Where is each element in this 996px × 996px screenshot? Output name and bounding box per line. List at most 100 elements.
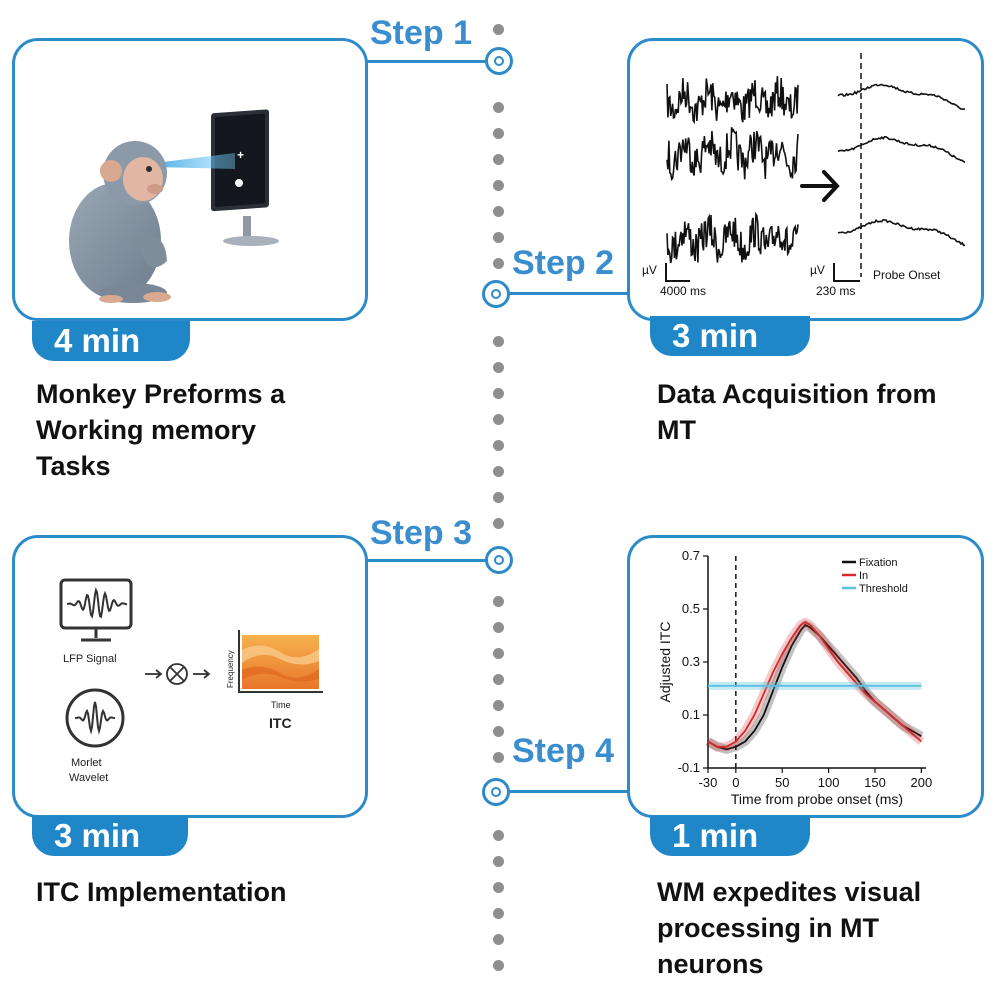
scale-right-time: 230 ms: [816, 284, 855, 298]
step-1-label: Step 1: [370, 14, 473, 52]
timeline-dot: [493, 362, 504, 373]
step-1-caption: Monkey Preforms a Working memory Tasks: [36, 376, 285, 484]
step-4-caption-line: processing in MT: [657, 913, 880, 943]
x-tick-label: 50: [775, 775, 789, 790]
monitor-icon: +: [211, 109, 279, 246]
step-1-connector: [365, 60, 487, 63]
step-1-caption-line: Monkey Preforms a: [36, 379, 286, 409]
itc-heatmap-icon: [238, 630, 323, 693]
itc-pipeline-diagram: LFP Signal Morlet Wavelet: [59, 578, 323, 784]
timeline-dot: [493, 908, 504, 919]
raw-trace-2: [666, 127, 799, 182]
step-3-card: LFP Signal Morlet Wavelet: [12, 535, 368, 818]
timeline-dot: [493, 700, 504, 711]
convolution-flow: [145, 663, 211, 685]
x-tick-label: 100: [818, 775, 840, 790]
timeline-dot: [493, 752, 504, 763]
timeline-dot: [493, 414, 504, 425]
step-1-caption-line: Tasks: [36, 451, 111, 481]
timeline-dot: [493, 882, 504, 893]
step-2-label: Step 2: [512, 244, 615, 282]
step-1-node: [485, 47, 513, 75]
timeline-dot: [493, 336, 504, 347]
legend-label-fixation: Fixation: [859, 557, 898, 569]
step-2-caption-line: MT: [657, 415, 696, 445]
step-4-connector: [505, 790, 629, 793]
lfp-monitor-icon: [59, 578, 133, 642]
morlet-wavelet-icon: [65, 688, 125, 748]
x-axis-label: Time from probe onset (ms): [731, 791, 903, 807]
timeline-dot: [493, 154, 504, 165]
series-in-line: [707, 621, 922, 748]
step-4-caption-line: neurons: [657, 949, 764, 979]
probe-aligned-traces: [837, 83, 966, 247]
x-tick-label: -30: [699, 775, 718, 790]
timeline-dot: [493, 830, 504, 841]
timeline-dot: [493, 934, 504, 945]
timeline-dot: [493, 466, 504, 477]
probe-onset-label: Probe Onset: [873, 268, 941, 282]
timeline-dot: [493, 180, 504, 191]
timeline-dot: [493, 596, 504, 607]
y-tick-label: 0.1: [682, 707, 700, 722]
timeline-dot: [493, 648, 504, 659]
monkey-figure: [69, 141, 171, 303]
step-1-caption-line: Working memory: [36, 415, 257, 445]
y-axis-label: Adjusted ITC: [657, 622, 673, 703]
timeline-dot: [493, 232, 504, 243]
step-2-caption-line: Data Acquisition from: [657, 379, 937, 409]
morlet-label-1: Morlet: [71, 757, 102, 769]
itc-label: ITC: [269, 715, 292, 731]
step-3-node: [485, 546, 513, 574]
scale-bar-right: [833, 263, 860, 282]
scale-left-time: 4000 ms: [660, 284, 706, 298]
step-4-label: Step 4: [512, 732, 615, 770]
time-axis-label: Time: [271, 700, 291, 710]
y-tick-label: 0.5: [682, 601, 700, 616]
step-3-connector: [365, 559, 487, 562]
x-tick-label: 200: [911, 775, 933, 790]
step-2-card: µV 4000 ms µV 230 ms Probe Onset: [627, 38, 984, 321]
step-4-duration-badge: 1 min: [650, 816, 810, 856]
scale-left-unit: µV: [642, 263, 657, 277]
step-3-caption-line: ITC Implementation: [36, 877, 287, 907]
x-tick-label: 0: [732, 775, 739, 790]
morlet-label-2: Wavelet: [69, 772, 108, 784]
timeline-dot: [493, 258, 504, 269]
lfp-traces-panel: µV 4000 ms µV 230 ms Probe Onset: [642, 53, 966, 298]
raw-trace-3: [666, 211, 799, 264]
aligned-trace-3: [837, 218, 965, 247]
timeline-dot: [493, 206, 504, 217]
x-tick-label: 150: [864, 775, 886, 790]
scale-bar-left: [665, 263, 690, 282]
monkey-illustration: +: [69, 109, 279, 303]
timeline-dot: [493, 440, 504, 451]
timeline-dot: [493, 726, 504, 737]
step-3-caption: ITC Implementation: [36, 874, 287, 910]
timeline-dot: [493, 622, 504, 633]
step-3-duration-badge: 3 min: [32, 816, 188, 856]
timeline-dot: [493, 492, 504, 503]
scale-right-unit: µV: [810, 263, 825, 277]
legend-label-in: In: [859, 570, 868, 582]
timeline-dot: [493, 102, 504, 113]
step-1-duration-badge: 4 min: [32, 321, 190, 361]
step-4-caption-line: WM expedites visual: [657, 877, 922, 907]
y-tick-label: -0.1: [678, 760, 700, 775]
step-1-card: +: [12, 38, 368, 321]
aligned-trace-1: [837, 83, 966, 111]
step-2-node: [482, 280, 510, 308]
timeline-dot: [493, 674, 504, 685]
timeline-dot: [493, 388, 504, 399]
step-2-caption: Data Acquisition from MT: [657, 376, 937, 448]
lfp-signal-label: LFP Signal: [63, 653, 117, 665]
step-4-caption: WM expedites visual processing in MT neu…: [657, 874, 921, 982]
y-tick-label: 0.7: [682, 548, 700, 563]
frequency-axis-label: Frequency: [226, 650, 235, 688]
raw-trace-1: [666, 76, 799, 125]
legend-label-threshold: Threshold: [859, 583, 908, 595]
step-4-node: [482, 778, 510, 806]
timeline-dot: [493, 128, 504, 139]
